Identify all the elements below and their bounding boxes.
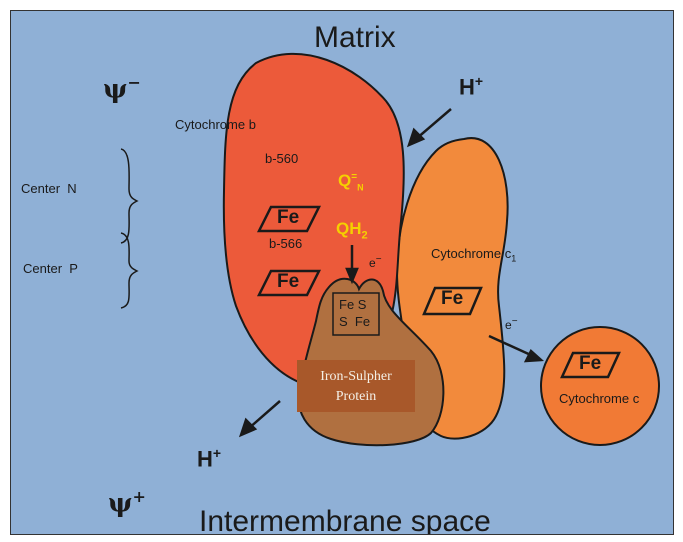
cytochrome-c-shape: [541, 327, 659, 445]
diagram-frame: Matrix Intermembrane space ψ− ψ+ H+ H+ C…: [10, 10, 674, 535]
fes-line1: Fe S: [339, 297, 366, 312]
cytochrome-b-label: Cytochrome b: [175, 117, 256, 132]
iron-sulpher-protein-label: Iron-Sulpher Protein: [297, 360, 415, 412]
arrow-head-h-top: [409, 130, 423, 145]
fes-line2: S Fe: [339, 314, 370, 329]
intermembrane-space-label: Intermembrane space: [199, 505, 491, 535]
electron-label-c: e−: [505, 316, 518, 332]
cytochrome-c-label: Cytochrome c: [559, 391, 639, 406]
fe-b566: Fe: [277, 271, 299, 293]
center-n-label: Center N: [21, 181, 77, 196]
b560-label: b-560: [265, 151, 298, 166]
q-label: Q=N: [338, 171, 364, 192]
iron-sulpher-line2: Protein: [297, 387, 415, 407]
center-n-bracket: [121, 149, 137, 243]
fe-c1: Fe: [441, 288, 463, 310]
h-plus-matrix: H+: [459, 73, 483, 100]
qh2-label: QH2: [336, 219, 368, 241]
psi-plus-label: ψ+: [108, 487, 146, 519]
b566-label: b-566: [269, 236, 302, 251]
cytochrome-c1-label: Cytochrome c1: [431, 246, 516, 264]
matrix-label: Matrix: [314, 21, 396, 55]
arrow-head-h-bottom: [241, 420, 255, 435]
electron-label-b: e−: [369, 254, 382, 270]
fe-c: Fe: [579, 353, 601, 375]
h-plus-intermembrane: H+: [197, 445, 221, 472]
center-p-bracket: [121, 233, 137, 308]
iron-sulpher-line1: Iron-Sulpher: [297, 367, 415, 387]
psi-minus-label: ψ−: [103, 73, 141, 105]
fe-b560: Fe: [277, 207, 299, 229]
center-p-label: Center P: [23, 261, 78, 276]
